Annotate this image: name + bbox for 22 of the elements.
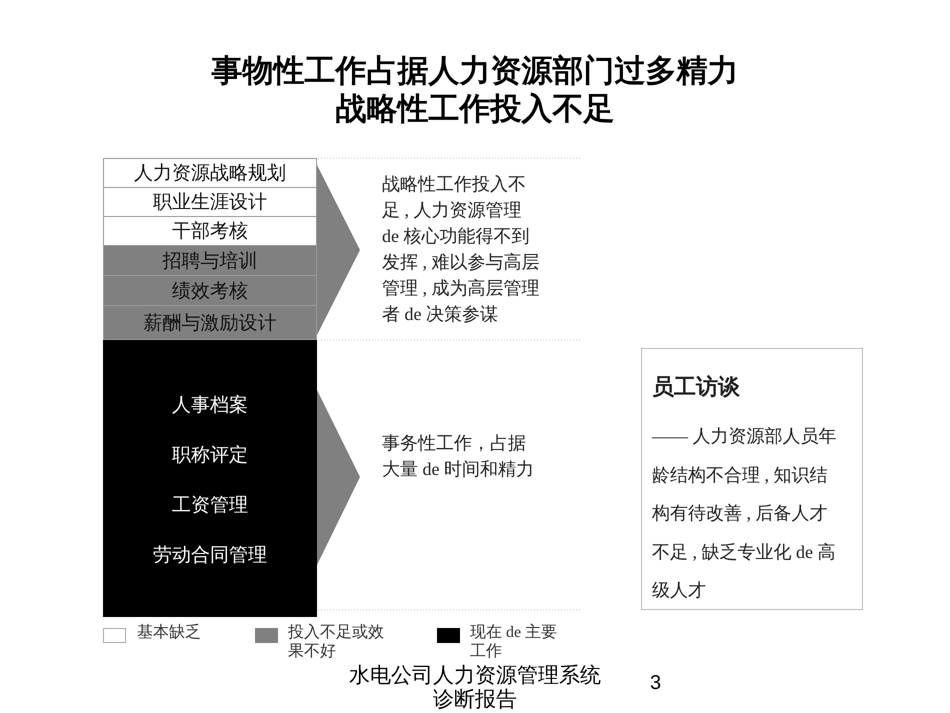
work-item: 职称评定 [171, 444, 249, 468]
function-cell: 薪酬与激励设计 [104, 306, 316, 339]
card-heading: 员工访谈 [652, 373, 741, 401]
card-body: —— 人力资源部人员年龄结构不合理 , 知识结构有待改善 , 后备人才不足 , 缺乏专业化 de 高级人才 [652, 425, 838, 602]
legend-text: 现在 de 主要工作 [470, 623, 558, 661]
page-number: 3 [650, 672, 662, 695]
description-text: 事务性工作，占据大量 de 时间和精力 [381, 432, 535, 481]
function-stack [103, 158, 317, 340]
work-item: 工资管理 [171, 494, 249, 518]
work-item: 人事档案 [171, 394, 249, 418]
interview-card [641, 348, 863, 610]
work-item: 劳动合同管理 [152, 544, 268, 568]
caption: 水电公司人力资源管理系统诊断报告 [348, 664, 602, 712]
chevron-arrow [317, 390, 360, 565]
chevron-arrow [317, 165, 360, 335]
function-cell: 招聘与培训 [104, 246, 316, 276]
legend-text: 投入不足或效果不好 [288, 623, 385, 661]
main-work-block [103, 340, 317, 617]
title: 事物性工作占据人力资源部门过多精力战略性工作投入不足 [210, 52, 740, 128]
function-cell: 绩效考核 [104, 276, 316, 306]
description-text: 战略性工作投入不足 , 人力资源管理 de 核心功能得不到发挥 , 难以参与高层管理 , 成为高层管理者 de 决策参谋 [381, 173, 540, 326]
legend-text: 基本缺乏 [137, 623, 202, 642]
